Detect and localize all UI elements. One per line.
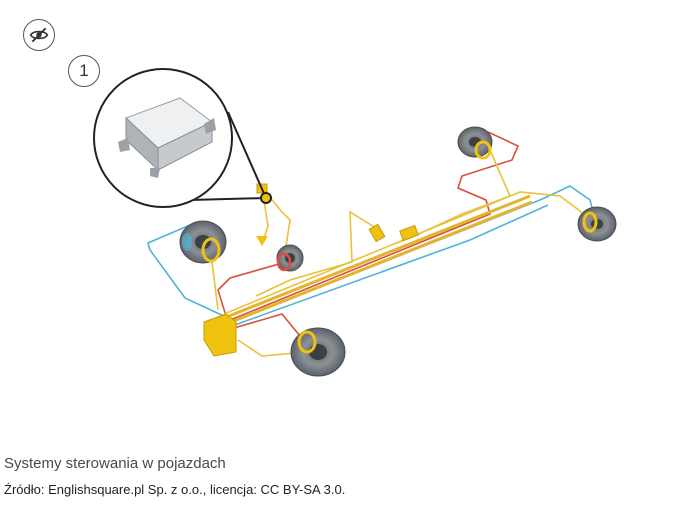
figure-source: Źródło: Englishsquare.pl Sp. z o.o., lic… bbox=[4, 482, 346, 497]
control-unit-module bbox=[118, 97, 216, 178]
zoom-callout bbox=[93, 68, 272, 208]
wheel-rear-left bbox=[290, 327, 346, 377]
yellow-components bbox=[203, 183, 419, 357]
wheel-front-left bbox=[179, 220, 227, 264]
wheel-front-right bbox=[276, 244, 304, 272]
toggle-visibility-button[interactable] bbox=[23, 19, 55, 51]
marker-label: 1 bbox=[79, 61, 89, 80]
vehicle-control-diagram bbox=[93, 68, 617, 377]
eye-off-icon bbox=[29, 27, 49, 43]
wheel-right bbox=[577, 206, 617, 242]
figure-caption: Systemy sterowania w pojazdach bbox=[4, 455, 226, 472]
red-wires bbox=[217, 131, 520, 337]
main-yellow-line bbox=[213, 194, 533, 330]
wheel-rear-right-top bbox=[457, 126, 493, 160]
marker-1[interactable]: 1 bbox=[68, 55, 100, 87]
